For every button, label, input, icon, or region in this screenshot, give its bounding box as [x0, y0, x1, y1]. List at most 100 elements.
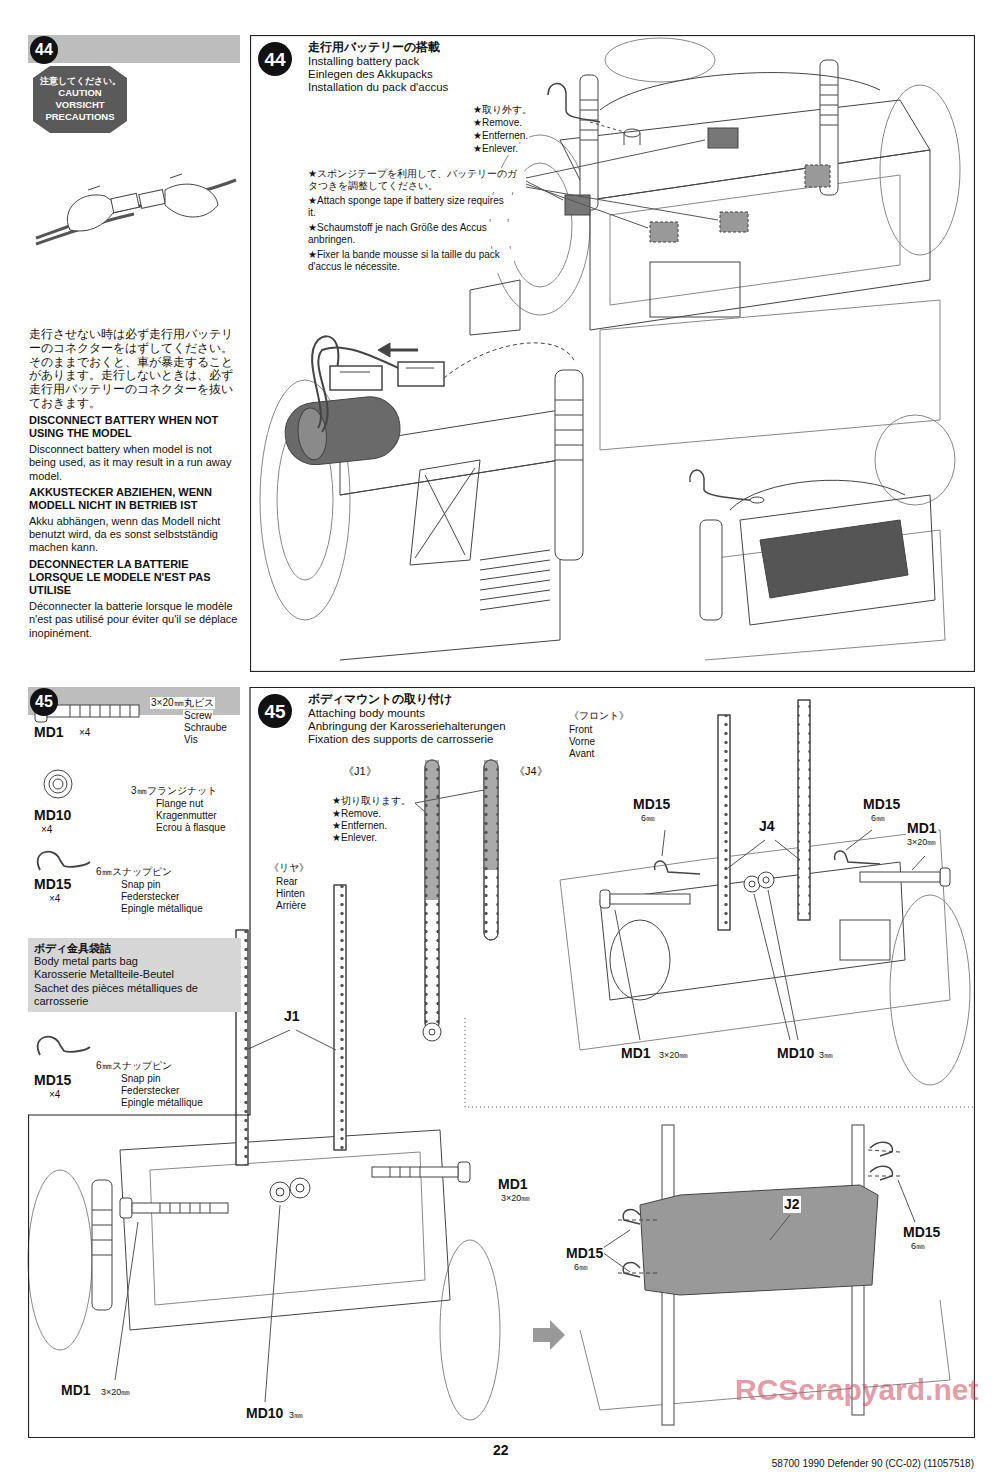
part-label: Ecrou à flasque — [155, 822, 227, 834]
heading-text: Installation du pack d'accus — [308, 81, 448, 94]
part-code: MD10 — [776, 1045, 815, 1062]
panel-outline — [250, 35, 975, 672]
part-label: ★Remove. — [331, 808, 382, 820]
part-label: 3×20㎜ — [100, 1387, 131, 1398]
part-label: 3㎜ — [818, 1050, 834, 1061]
caution-note: AKKUSTECKER ABZIEHEN, WENN MODELL NICHT … — [28, 486, 242, 512]
step-number: 45 — [258, 694, 292, 728]
part-code: MD15 — [565, 1245, 604, 1262]
step-number-text: 45 — [264, 702, 285, 721]
part-label: ★切り取ります。 — [331, 795, 412, 807]
part-label: 《フロント》 — [568, 710, 630, 722]
part-label: ★Schaumstoff je nach Größe des Accus anb… — [307, 222, 514, 246]
part-label: 3㎜ — [288, 1410, 304, 1421]
part-label: Flange nut — [155, 798, 204, 810]
caution-text: PRECAUTIONS — [37, 111, 123, 123]
caution-text: VORSICHT — [37, 99, 123, 111]
part-label: Screw — [183, 710, 213, 722]
part-code: J2 — [783, 1196, 801, 1213]
part-code: MD1 — [60, 1382, 92, 1399]
part-label: 6㎜ — [870, 813, 886, 824]
part-code: MD10 — [245, 1405, 284, 1422]
heading-text: 走行用バッテリーの搭載 — [308, 41, 448, 55]
step-number: 44 — [30, 36, 58, 64]
part-label: Federstecker — [120, 1085, 180, 1097]
footer-code: 58700 1990 Defender 90 (CC-02) (11057518… — [771, 1458, 975, 1470]
part-label: Kragenmutter — [155, 810, 218, 822]
box-text: Body metal parts bag — [34, 955, 235, 968]
part-label: Vorne — [568, 736, 596, 748]
part-label: Epingle métallique — [120, 903, 204, 915]
panel-border — [251, 36, 975, 672]
part-code: MD1 — [33, 724, 65, 741]
heading-text: Installing battery pack — [308, 55, 448, 68]
heading-text: Einlegen des Akkupacks — [308, 68, 448, 81]
part-code: MD1 — [906, 820, 938, 837]
part-label: ×4 — [78, 727, 91, 739]
caution-note: DISCONNECT BATTERY WHEN NOT USING THE MO… — [28, 414, 242, 440]
parts-bag-box: ボディ金具袋詰Body metal parts bagKarosserie Me… — [28, 938, 241, 1012]
part-label: ★Fixer la bande mousse si la taille du p… — [307, 249, 514, 273]
part-label: Avant — [568, 748, 595, 760]
step-number-text: 45 — [35, 694, 53, 710]
part-label: ★Enlever. — [331, 832, 378, 844]
part-code: J4 — [758, 818, 776, 835]
step-number: 44 — [258, 42, 292, 76]
panel-border — [29, 688, 975, 1438]
heading-text: Anbringung der Karosseriehalterungen — [308, 720, 506, 733]
part-label: 3×20㎜ — [658, 1050, 689, 1061]
caution-text: CAUTION — [37, 87, 123, 99]
caution-note: Déconnecter la batterie lorsque le modèl… — [28, 600, 242, 640]
part-label: ×4 — [40, 824, 53, 836]
box-text: Karosserie Metallteile-Beutel — [34, 968, 235, 981]
part-label: Vis — [183, 734, 199, 746]
part-label: 《J1》 — [342, 765, 378, 778]
step-panel: 走行用バッテリーの搭載Installing battery packEinleg… — [250, 35, 975, 672]
part-label: Arrière — [275, 900, 307, 912]
part-code: MD15 — [33, 876, 72, 893]
step-number-text: 44 — [264, 50, 285, 69]
part-label: 6㎜ — [910, 1241, 926, 1252]
part-label: 6㎜ — [640, 813, 656, 824]
part-label: Hinten — [275, 888, 306, 900]
part-label: Epingle métallique — [120, 1097, 204, 1109]
part-label: Schraube — [183, 722, 228, 734]
part-label: ★Remove. — [472, 117, 523, 129]
part-code: J1 — [283, 1008, 301, 1025]
part-label: 《J4》 — [513, 765, 549, 778]
part-label: ★Attach sponge tape if battery size requ… — [307, 195, 514, 219]
part-label: Rear — [275, 876, 299, 888]
part-label: 6㎜スナップピン — [95, 1060, 173, 1072]
page-number: 22 — [492, 1442, 510, 1459]
part-code: MD15 — [632, 796, 671, 813]
box-text: ボディ金具袋詰 — [34, 942, 235, 955]
part-code: MD1 — [497, 1176, 529, 1193]
box-text: Sachet des pièces métalliques de carross… — [34, 982, 235, 1008]
caution-outline — [33, 66, 127, 133]
part-label: 6㎜スナップピン — [95, 866, 173, 878]
part-label: ×4 — [48, 1089, 61, 1101]
caution-note: Disconnect battery when model is not bei… — [28, 443, 242, 483]
heading-text: Attaching body mounts — [308, 707, 506, 720]
heading-text: ボディマウントの取り付け — [308, 693, 506, 707]
part-code: MD15 — [862, 796, 901, 813]
part-label: 6㎜ — [573, 1262, 589, 1273]
part-label: 3×20㎜丸ビス — [150, 697, 215, 709]
part-label: ×4 — [48, 893, 61, 905]
heading-text: Fixation des supports de carrosserie — [308, 733, 506, 746]
part-label: Federstecker — [120, 891, 180, 903]
part-label: 3×20㎜ — [500, 1193, 531, 1204]
part-label: ★Entfernen. — [472, 130, 529, 142]
step-number-text: 44 — [35, 42, 53, 58]
part-label: Front — [568, 724, 593, 736]
part-code: MD15 — [33, 1072, 72, 1089]
part-label: Snap pin — [120, 879, 161, 891]
part-code: MD15 — [902, 1224, 941, 1241]
part-label: ★Enlever. — [472, 143, 519, 155]
part-label: ★取り外す。 — [472, 104, 533, 116]
part-label: ★スポンジテープを利用して、バッテリーのガタつきを調整してください。 — [307, 168, 524, 192]
part-label: 3㎜フランジナット — [130, 785, 218, 797]
part-code: MD1 — [620, 1045, 652, 1062]
step-number: 45 — [30, 688, 58, 716]
caution-note: DECONNECTER LA BATTERIE LORSQUE LE MODEL… — [28, 558, 242, 598]
